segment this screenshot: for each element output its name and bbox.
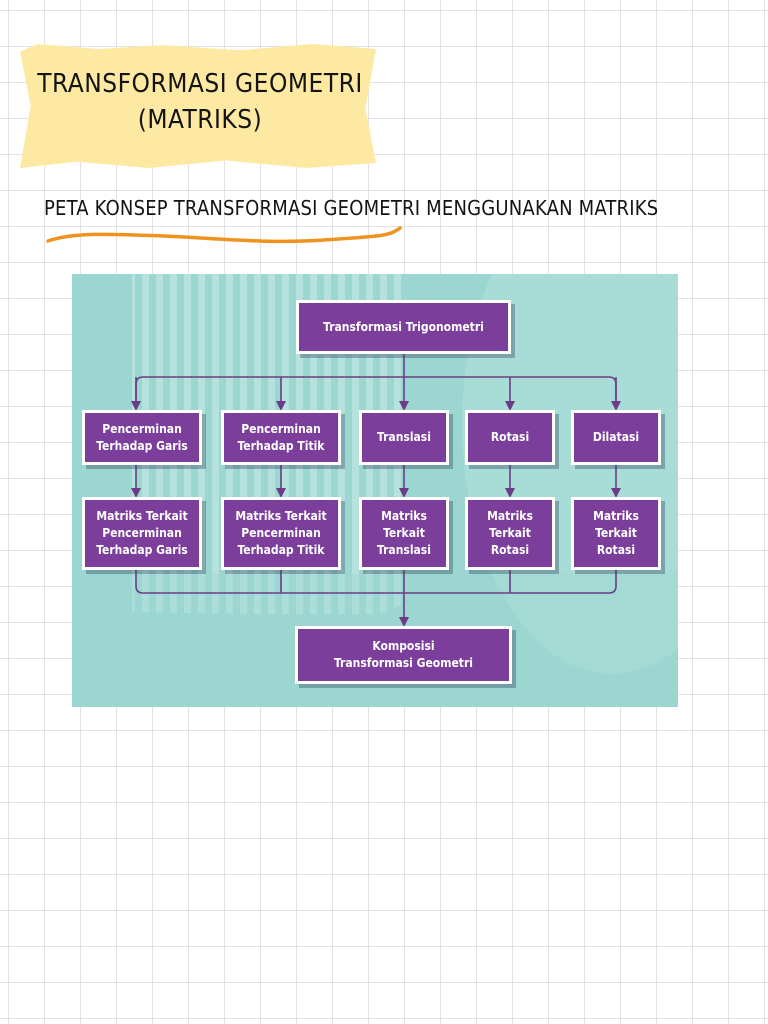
title-sticky-note xyxy=(20,44,376,168)
page-subtitle: PETA KONSEP TRANSFORMASI GEOMETRI MENGGU… xyxy=(44,196,659,220)
page-title: TRANSFORMASI GEOMETRI (MATRIKS) xyxy=(32,66,368,138)
subtitle-underline xyxy=(46,226,402,244)
node-matrix-pencerminan-garis: Matriks Terkait Pencerminan Terhadap Gar… xyxy=(82,497,202,570)
node-root: Transformasi Trigonometri xyxy=(296,300,511,354)
page-title-line1: TRANSFORMASI GEOMETRI xyxy=(37,69,363,99)
node-matrix-rotasi: Matriks Terkait Rotasi xyxy=(465,497,555,570)
node-category-dilatasi: Dilatasi xyxy=(571,410,661,465)
connector-lines xyxy=(131,353,621,627)
node-category-rotasi: Rotasi xyxy=(465,410,555,465)
node-matrix-dilatasi: Matriks Terkait Rotasi xyxy=(571,497,661,570)
page-title-line2: (MATRIKS) xyxy=(137,105,263,135)
node-matrix-translasi: Matriks Terkait Translasi xyxy=(359,497,449,570)
node-matrix-pencerminan-titik: Matriks Terkait Pencerminan Terhadap Tit… xyxy=(221,497,341,570)
node-result-komposisi: Komposisi Transformasi Geometri xyxy=(295,626,512,684)
node-category-translasi: Translasi xyxy=(359,410,449,465)
node-category-pencerminan-garis: Pencerminan Terhadap Garis xyxy=(82,410,202,465)
concept-map-panel: Transformasi Trigonometri Pencerminan Te… xyxy=(72,274,678,707)
node-category-pencerminan-titik: Pencerminan Terhadap Titik xyxy=(221,410,341,465)
